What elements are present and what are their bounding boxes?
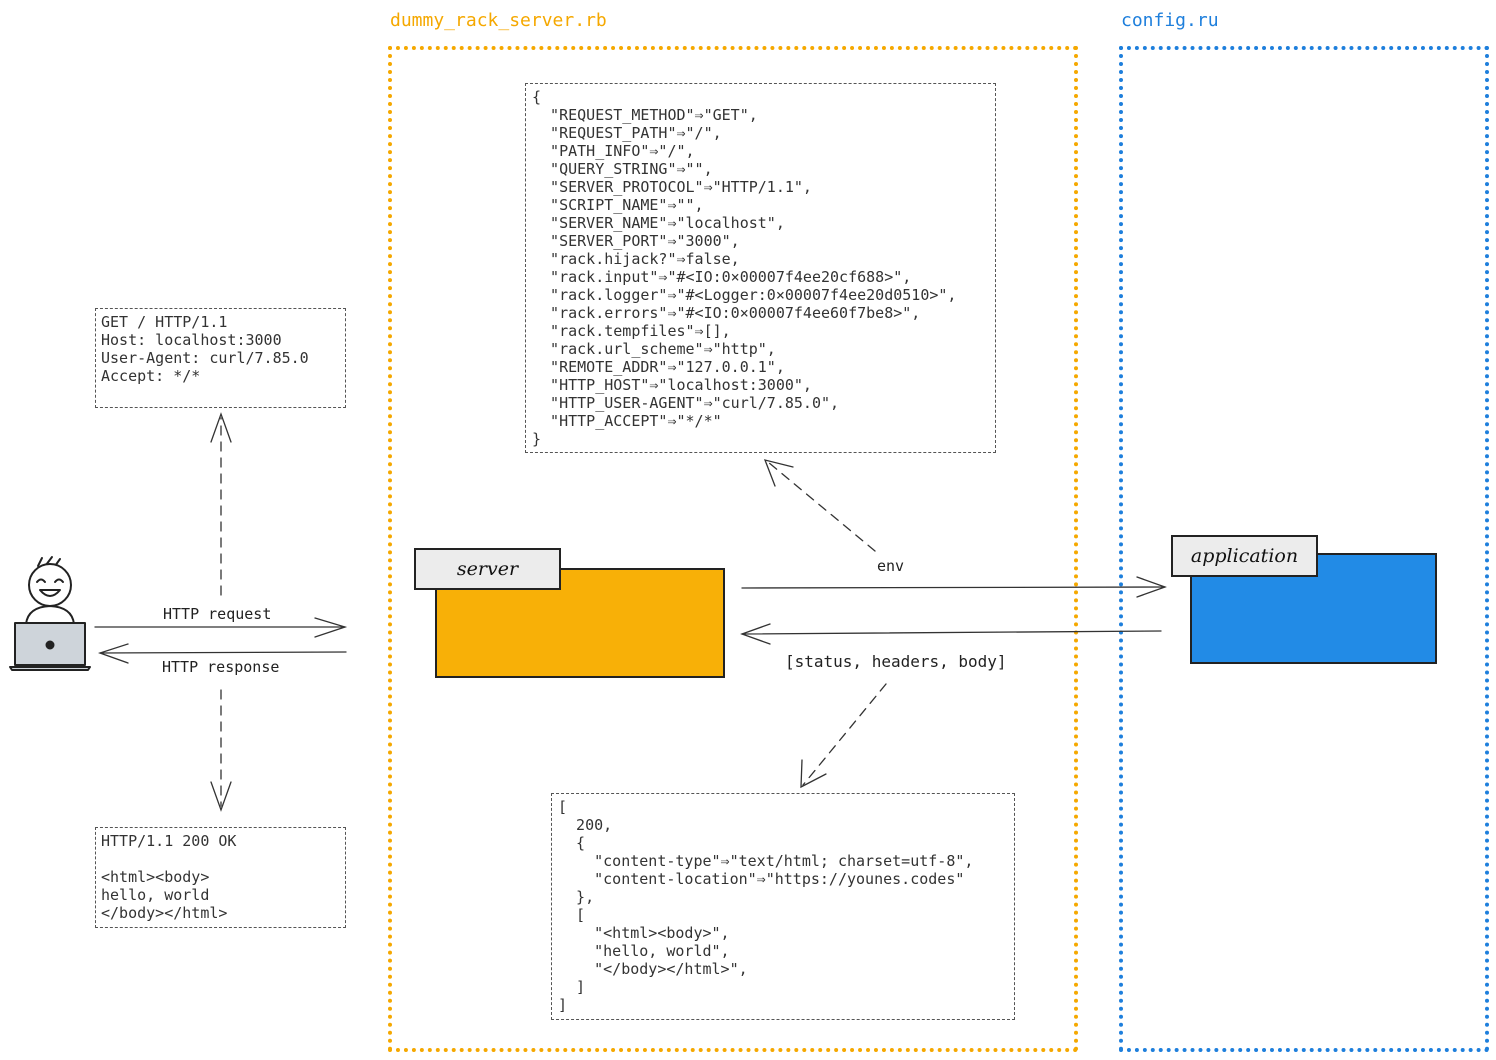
http-response-box: HTTP/1.1 200 OK <html><body> hello, worl…	[95, 827, 346, 928]
request-dashed-arrowhead	[210, 412, 232, 443]
http-response-label: HTTP response	[162, 658, 280, 676]
server-file-label: dummy_rack_server.rb	[390, 10, 607, 31]
app-file-label: config.ru	[1121, 10, 1219, 31]
env-arrow	[741, 576, 1167, 598]
user-at-laptop-icon	[9, 556, 91, 671]
triplet-dashed-arrow	[802, 683, 887, 786]
env-dashed-arrowhead	[763, 459, 794, 487]
env-label: env	[877, 557, 905, 575]
http-request-arrow	[94, 617, 348, 638]
server-file-zone	[388, 46, 1078, 1052]
env-hash-text: { "REQUEST_METHOD"⇒"GET", "REQUEST_PATH"…	[532, 88, 957, 448]
application-node-label: application	[1190, 545, 1299, 567]
app-file-zone	[1119, 46, 1489, 1052]
response-triplet-text: [ 200, { "content-type"⇒"text/html; char…	[558, 798, 974, 1014]
http-response-text: HTTP/1.1 200 OK <html><body> hello, worl…	[101, 832, 237, 922]
response-dashed-arrowhead	[210, 781, 232, 812]
http-response-arrow	[97, 643, 347, 664]
http-request-box: GET / HTTP/1.1 Host: localhost:3000 User…	[95, 308, 346, 408]
server-node-tab: server	[414, 548, 561, 590]
env-hash-box: { "REQUEST_METHOD"⇒"GET", "REQUEST_PATH"…	[525, 83, 996, 453]
triplet-dashed-arrowhead	[800, 759, 827, 789]
http-request-text: GET / HTTP/1.1 Host: localhost:3000 User…	[101, 313, 309, 385]
application-node-tab: application	[1171, 535, 1318, 577]
server-node-label: server	[456, 558, 519, 580]
http-request-label: HTTP request	[163, 605, 272, 623]
env-dashed-arrow	[767, 461, 876, 552]
triplet-arrow	[740, 623, 1162, 645]
response-triplet-box: [ 200, { "content-type"⇒"text/html; char…	[551, 793, 1015, 1020]
triplet-label: [status, headers, body]	[785, 652, 1007, 671]
